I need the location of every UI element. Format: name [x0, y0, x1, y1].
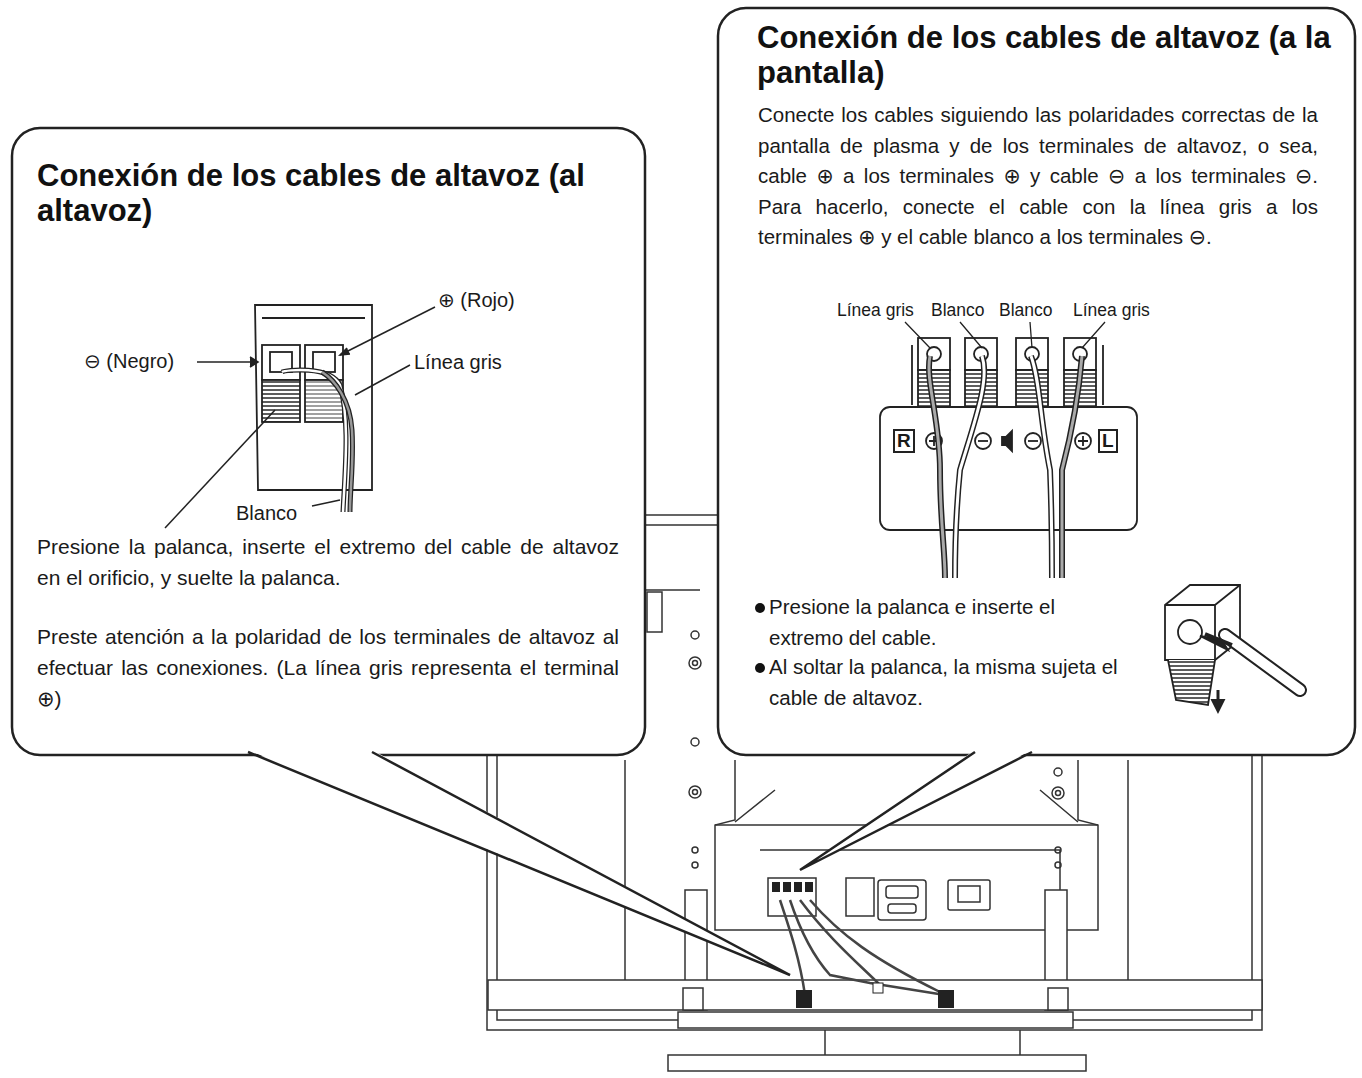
speaker-cable [780, 900, 945, 995]
callout-text: Presione la palanca e inserte el extremo… [769, 592, 1124, 653]
callout-box: Conexión de los cables de altavoz (al al… [12, 128, 645, 755]
display-terminal [772, 882, 813, 892]
callout-text: Presione la palanca, inserte el extremo … [37, 531, 619, 593]
speaker-terminal [796, 983, 954, 1008]
callout-heading: Conexión de los cables de altavoz (a la … [757, 20, 1347, 90]
callout-frame [12, 8, 1355, 975]
part-label: Línea gris [836, 300, 915, 320]
display-terminal-detail [880, 338, 1137, 530]
part-label: ⊖ (Negro) [82, 350, 176, 372]
leader-line [165, 307, 435, 528]
part-label: Blanco [930, 300, 986, 320]
part-label: Línea gris [1072, 300, 1151, 320]
part-label: ⊕ (Rojo) [436, 289, 517, 311]
part-label: Blanco [234, 502, 299, 524]
leader-line [905, 322, 1105, 348]
callout-box: Conexión de los cables de altavoz (a la … [718, 8, 1355, 755]
callout-heading: Conexión de los cables de altavoz (al al… [37, 158, 632, 228]
part-label: Blanco [998, 300, 1054, 320]
callout-text: Preste atención a la polaridad de los te… [37, 621, 619, 714]
channel-label: L [1098, 429, 1118, 453]
display-wire [929, 356, 1082, 578]
part-label: Línea gris [412, 351, 504, 373]
speaker-terminal-detail [255, 305, 372, 512]
callout-text: Al soltar la palanca, la misma sujeta el… [769, 652, 1124, 713]
bullet [755, 603, 765, 613]
bullet [755, 663, 765, 673]
lever-icon [1165, 585, 1300, 712]
channel-label: R [893, 429, 915, 453]
callout-text: Conecte los cables siguiendo las polarid… [758, 100, 1318, 253]
